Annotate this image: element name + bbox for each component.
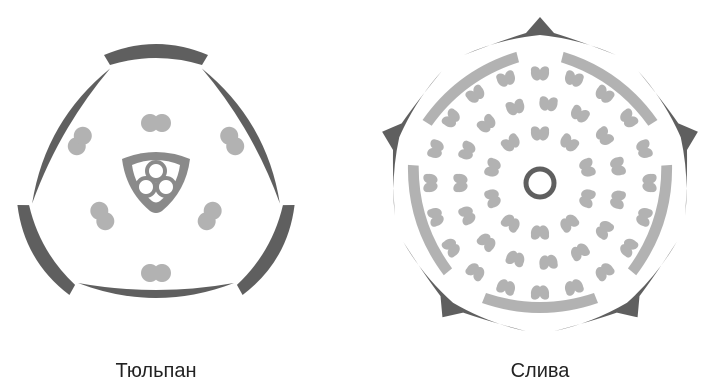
plum-stamen	[457, 204, 477, 226]
plum-stamen	[499, 132, 522, 154]
plum-stamen	[635, 138, 654, 160]
plum-petals	[398, 44, 681, 313]
plum-stamen	[635, 206, 654, 228]
plum-stamen	[568, 103, 591, 124]
plum-sepal	[359, 59, 442, 215]
tulip-locule	[157, 178, 175, 196]
tulip-caption: Тюльпан	[116, 360, 197, 383]
plum-sepal	[638, 59, 711, 215]
plum-stamens	[423, 66, 656, 299]
plum-stamen	[531, 285, 549, 299]
plum-stamen	[578, 157, 597, 179]
plum-stamen	[483, 187, 502, 209]
tulip-stamen	[141, 114, 171, 132]
tulip-inner-tepal	[78, 283, 234, 298]
tulip-stamen	[141, 264, 171, 282]
plum-stamen	[531, 66, 549, 80]
plum-stamen	[423, 174, 437, 192]
plum-stamen	[531, 126, 549, 140]
plum-stamen	[539, 96, 559, 112]
plum-stamen	[495, 278, 517, 297]
tulip-locule	[137, 178, 155, 196]
tulip-outer-tepal	[8, 200, 78, 301]
tulip-stamen	[217, 124, 248, 159]
plum-stamen	[563, 278, 585, 297]
plum-stamen	[563, 69, 585, 88]
plum-stamen	[593, 125, 615, 148]
plum-stamen	[531, 225, 549, 239]
plum-stamen	[426, 206, 445, 228]
tulip-stamen	[194, 199, 225, 234]
tulip-inner-tepal	[19, 61, 110, 204]
plum-stamen	[558, 132, 581, 154]
tulip-stamen	[64, 124, 95, 159]
tulip-stamen	[87, 199, 118, 234]
plum-stamen	[453, 174, 467, 192]
tulip-outer-tepal	[234, 200, 304, 301]
plum-stamen	[568, 241, 591, 262]
plum-stamen	[642, 174, 656, 192]
plum-stamen	[618, 236, 640, 259]
tulip-diagram	[8, 44, 304, 301]
plum-stamen	[464, 261, 487, 283]
tulip-outer-tepal	[104, 44, 208, 65]
tulip-pistil	[122, 152, 190, 213]
plum-stamen	[426, 138, 445, 160]
plum-stamen	[499, 212, 522, 234]
plum-pistil	[526, 169, 554, 197]
plum-stamen	[593, 261, 616, 283]
plum-ovary	[526, 169, 554, 197]
plum-sepal	[464, 17, 616, 55]
plum-stamen	[505, 249, 527, 268]
tulip-inner-tepal	[202, 61, 293, 204]
plum-stamen	[609, 189, 627, 210]
plum-stamen	[483, 157, 502, 179]
plum-stamen	[539, 254, 559, 270]
plum-stamen	[609, 156, 627, 177]
plum-caption: Слива	[511, 360, 570, 383]
plum-stamen	[578, 187, 597, 209]
plum-stamen	[593, 218, 615, 241]
plum-stamen	[440, 236, 462, 259]
plum-diagram	[359, 17, 711, 362]
plum-stamen	[475, 112, 498, 135]
plum-stamen	[475, 231, 498, 254]
plum-stamen	[505, 98, 527, 117]
plum-stamen	[457, 139, 477, 161]
plum-stamen	[558, 212, 581, 234]
plum-stamen	[495, 69, 517, 88]
